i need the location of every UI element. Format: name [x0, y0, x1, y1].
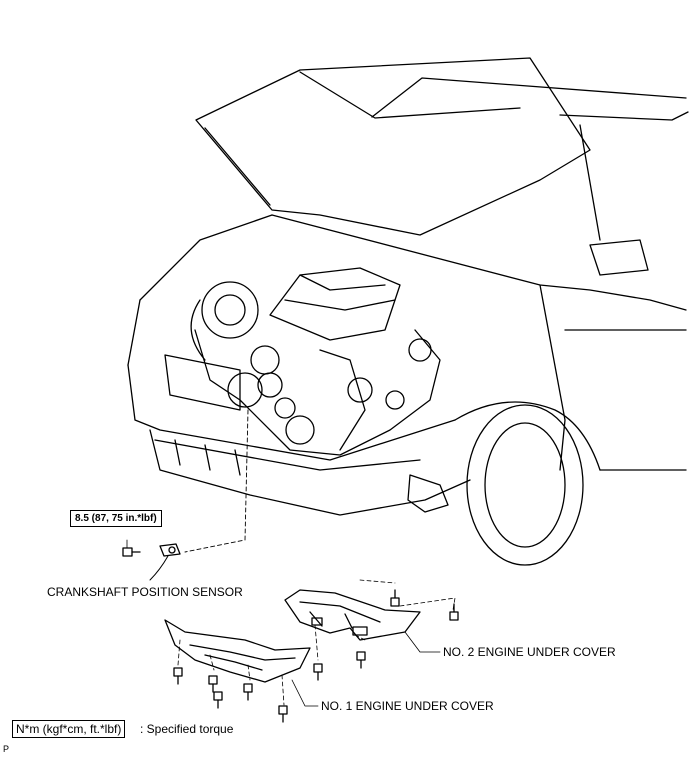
cover1-bolts — [173, 667, 288, 723]
crankshaft-sensor-label: CRANKSHAFT POSITION SENSOR — [47, 585, 243, 599]
no1-under-cover-label: NO. 1 ENGINE UNDER COVER — [321, 699, 494, 713]
no2-engine-under-cover — [284, 589, 421, 641]
figure-code: P — [3, 744, 10, 754]
no1-engine-under-cover — [164, 619, 311, 683]
cover2-bolts — [313, 589, 459, 681]
no2-under-cover-label: NO. 2 ENGINE UNDER COVER — [443, 645, 616, 659]
torque-spec-box: 8.5 (87, 75 in.*lbf) — [70, 510, 162, 527]
engine-assembly — [190, 267, 441, 456]
torque-legend-text: : Specified torque — [140, 722, 234, 736]
vehicle-body — [127, 57, 689, 566]
sensor-leader-line — [184, 409, 249, 553]
sensor-bolt — [122, 547, 141, 557]
torque-legend-box: N*m (kgf*cm, ft.*lbf) — [12, 720, 126, 738]
crankshaft-position-sensor — [149, 543, 181, 581]
